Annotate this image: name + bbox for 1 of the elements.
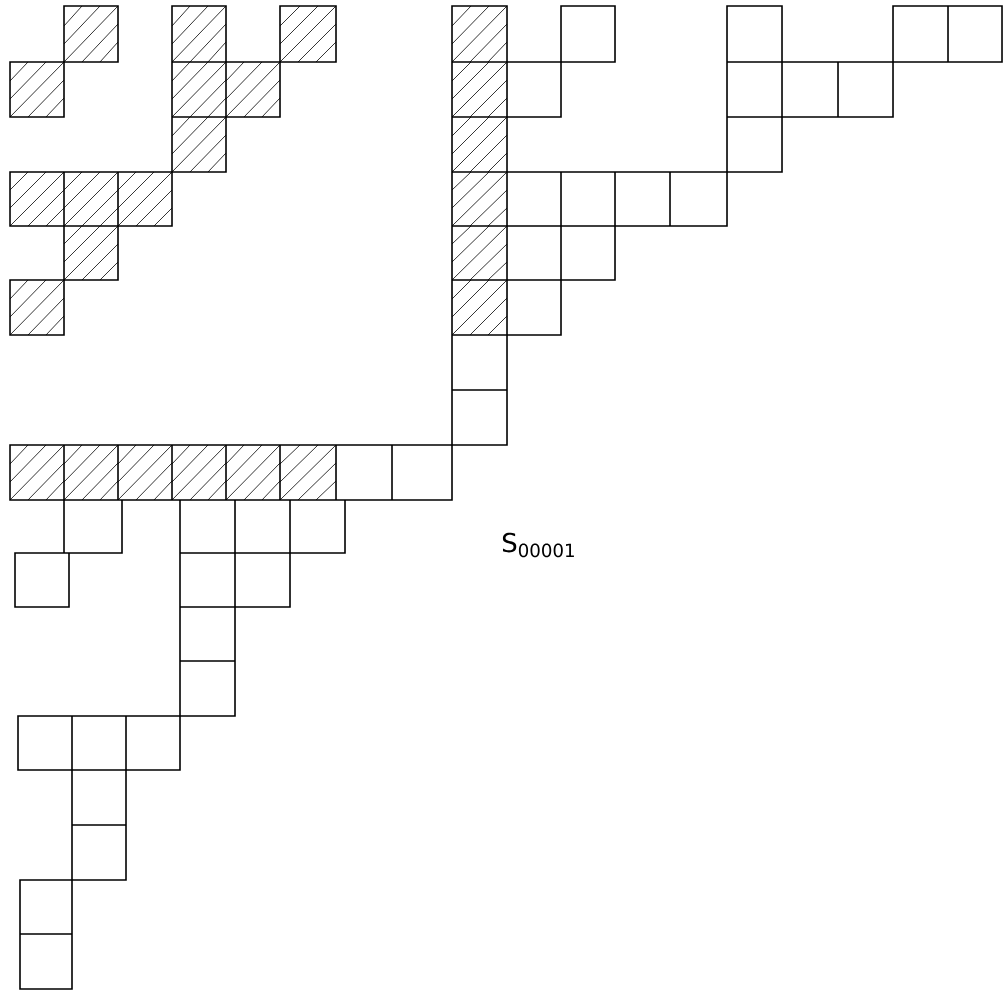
label: S$_{00001}$ [502, 532, 574, 558]
